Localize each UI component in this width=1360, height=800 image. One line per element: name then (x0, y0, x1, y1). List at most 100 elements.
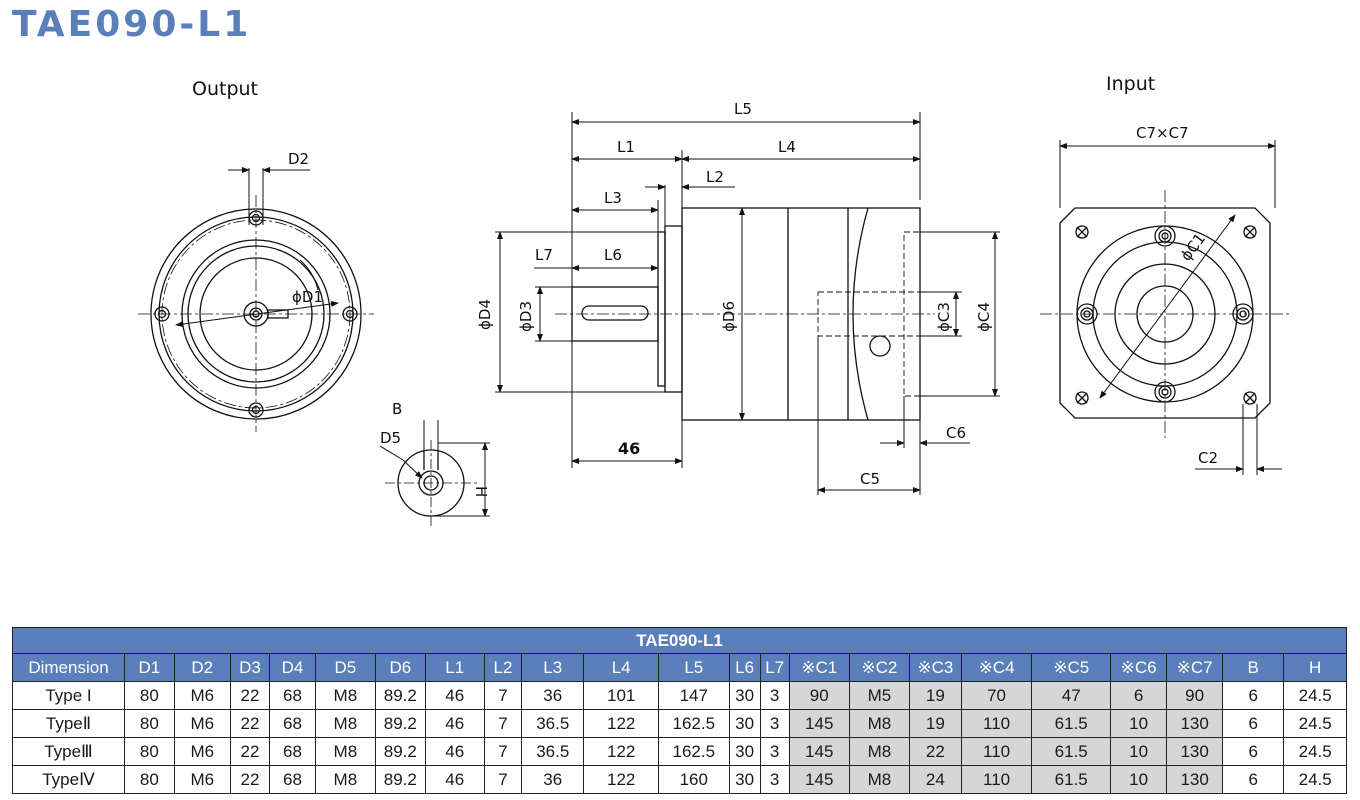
table-cell: 47 (1031, 681, 1112, 710)
table-cell: 22 (229, 709, 271, 738)
label-d5: D5 (380, 429, 401, 447)
input-view: Input (1040, 73, 1292, 475)
table-cell: 89.2 (374, 709, 426, 738)
table-cell: 46 (424, 765, 485, 794)
table-cell: M8 (848, 709, 910, 738)
label-l5: L5 (734, 100, 752, 118)
table-cell: 24.5 (1283, 737, 1347, 766)
table-cell: 122 (583, 765, 660, 794)
table-cell: M8 (314, 681, 376, 710)
label-b: B (392, 400, 402, 418)
table-cell: 7 (483, 681, 523, 710)
column-header: L1 (424, 653, 485, 682)
table-cell: 110 (960, 709, 1033, 738)
table-cell: 30 (728, 765, 761, 794)
column-header: L7 (759, 653, 790, 682)
table-cell: 10 (1110, 765, 1168, 794)
table-cell: M8 (848, 737, 910, 766)
table-cell: 101 (583, 681, 660, 710)
column-header: D1 (124, 653, 175, 682)
table-cell: 22 (908, 737, 962, 766)
table-cell: 46 (424, 681, 485, 710)
label-d3: ϕD3 (517, 301, 535, 332)
table-cell: 145 (788, 709, 850, 738)
table-cell: 22 (229, 681, 271, 710)
table-cell: 22 (229, 737, 271, 766)
table-cell: 61.5 (1031, 765, 1112, 794)
column-header: D2 (173, 653, 231, 682)
table-cell: 3 (759, 681, 790, 710)
table-cell: 110 (960, 765, 1033, 794)
table-cell: 3 (759, 737, 790, 766)
label-l1: L1 (617, 138, 635, 156)
column-header: L5 (658, 653, 730, 682)
table-cell: 130 (1166, 765, 1224, 794)
table-cell: TypeⅡ (12, 709, 125, 738)
table-cell: 68 (269, 737, 316, 766)
output-view: Output (138, 78, 490, 528)
column-header: B (1222, 653, 1285, 682)
table-cell: 80 (124, 681, 175, 710)
table-cell: 145 (788, 765, 850, 794)
table-cell: M6 (173, 737, 231, 766)
column-header: ※C5 (1031, 653, 1112, 682)
table-cell: 89.2 (374, 737, 426, 766)
table-cell: 36 (521, 681, 585, 710)
table-title: TAE090-L1 (12, 627, 1347, 654)
side-view: L5 L1 L4 L2 L3 L7 L6 ϕD4 ϕD3 ϕD6 ϕC3 ϕC4… (476, 100, 1000, 495)
table-cell: 89.2 (374, 681, 426, 710)
column-header: Dimension (12, 653, 125, 682)
table-cell: 7 (483, 765, 523, 794)
table-cell: 147 (658, 681, 730, 710)
label-d1: ϕD1 (292, 288, 323, 306)
table-cell: 30 (728, 737, 761, 766)
table-cell: M8 (314, 709, 376, 738)
table-cell: M6 (173, 765, 231, 794)
table-cell: 24 (908, 765, 962, 794)
column-header: D6 (374, 653, 426, 682)
label-d4: ϕD4 (476, 299, 494, 330)
table-cell: 89.2 (374, 765, 426, 794)
label-l4: L4 (778, 138, 796, 156)
column-header: D4 (269, 653, 316, 682)
table-cell: 68 (269, 765, 316, 794)
label-d6: ϕD6 (720, 301, 738, 332)
table-cell: 80 (124, 737, 175, 766)
label-c5: C5 (860, 470, 880, 488)
table-cell: 6 (1222, 765, 1285, 794)
table-cell: 90 (1166, 681, 1224, 710)
table-cell: 90 (788, 681, 850, 710)
table-cell: 7 (483, 737, 523, 766)
table-cell: 80 (124, 709, 175, 738)
table-cell: 19 (908, 681, 962, 710)
column-header: H (1283, 653, 1347, 682)
label-d2: D2 (288, 150, 309, 168)
label-l6: L6 (604, 246, 622, 264)
table-cell: 160 (658, 765, 730, 794)
table-cell: 36.5 (521, 737, 585, 766)
table-cell: 24.5 (1283, 765, 1347, 794)
table-cell: 68 (269, 709, 316, 738)
table-cell: 19 (908, 709, 962, 738)
table-cell: 30 (728, 681, 761, 710)
label-c7xc7: C7×C7 (1136, 124, 1189, 142)
table-cell: 122 (583, 737, 660, 766)
column-header: ※C7 (1166, 653, 1224, 682)
table-cell: 36.5 (521, 709, 585, 738)
table-cell: 24.5 (1283, 709, 1347, 738)
column-header: D5 (314, 653, 376, 682)
column-header: L2 (483, 653, 523, 682)
table-cell: M8 (848, 765, 910, 794)
table-cell: 3 (759, 765, 790, 794)
table-cell: 6 (1222, 737, 1285, 766)
page-title: TAE090-L1 (12, 4, 252, 45)
table-cell: M5 (848, 681, 910, 710)
table-cell: 122 (583, 709, 660, 738)
table-cell: 10 (1110, 709, 1168, 738)
